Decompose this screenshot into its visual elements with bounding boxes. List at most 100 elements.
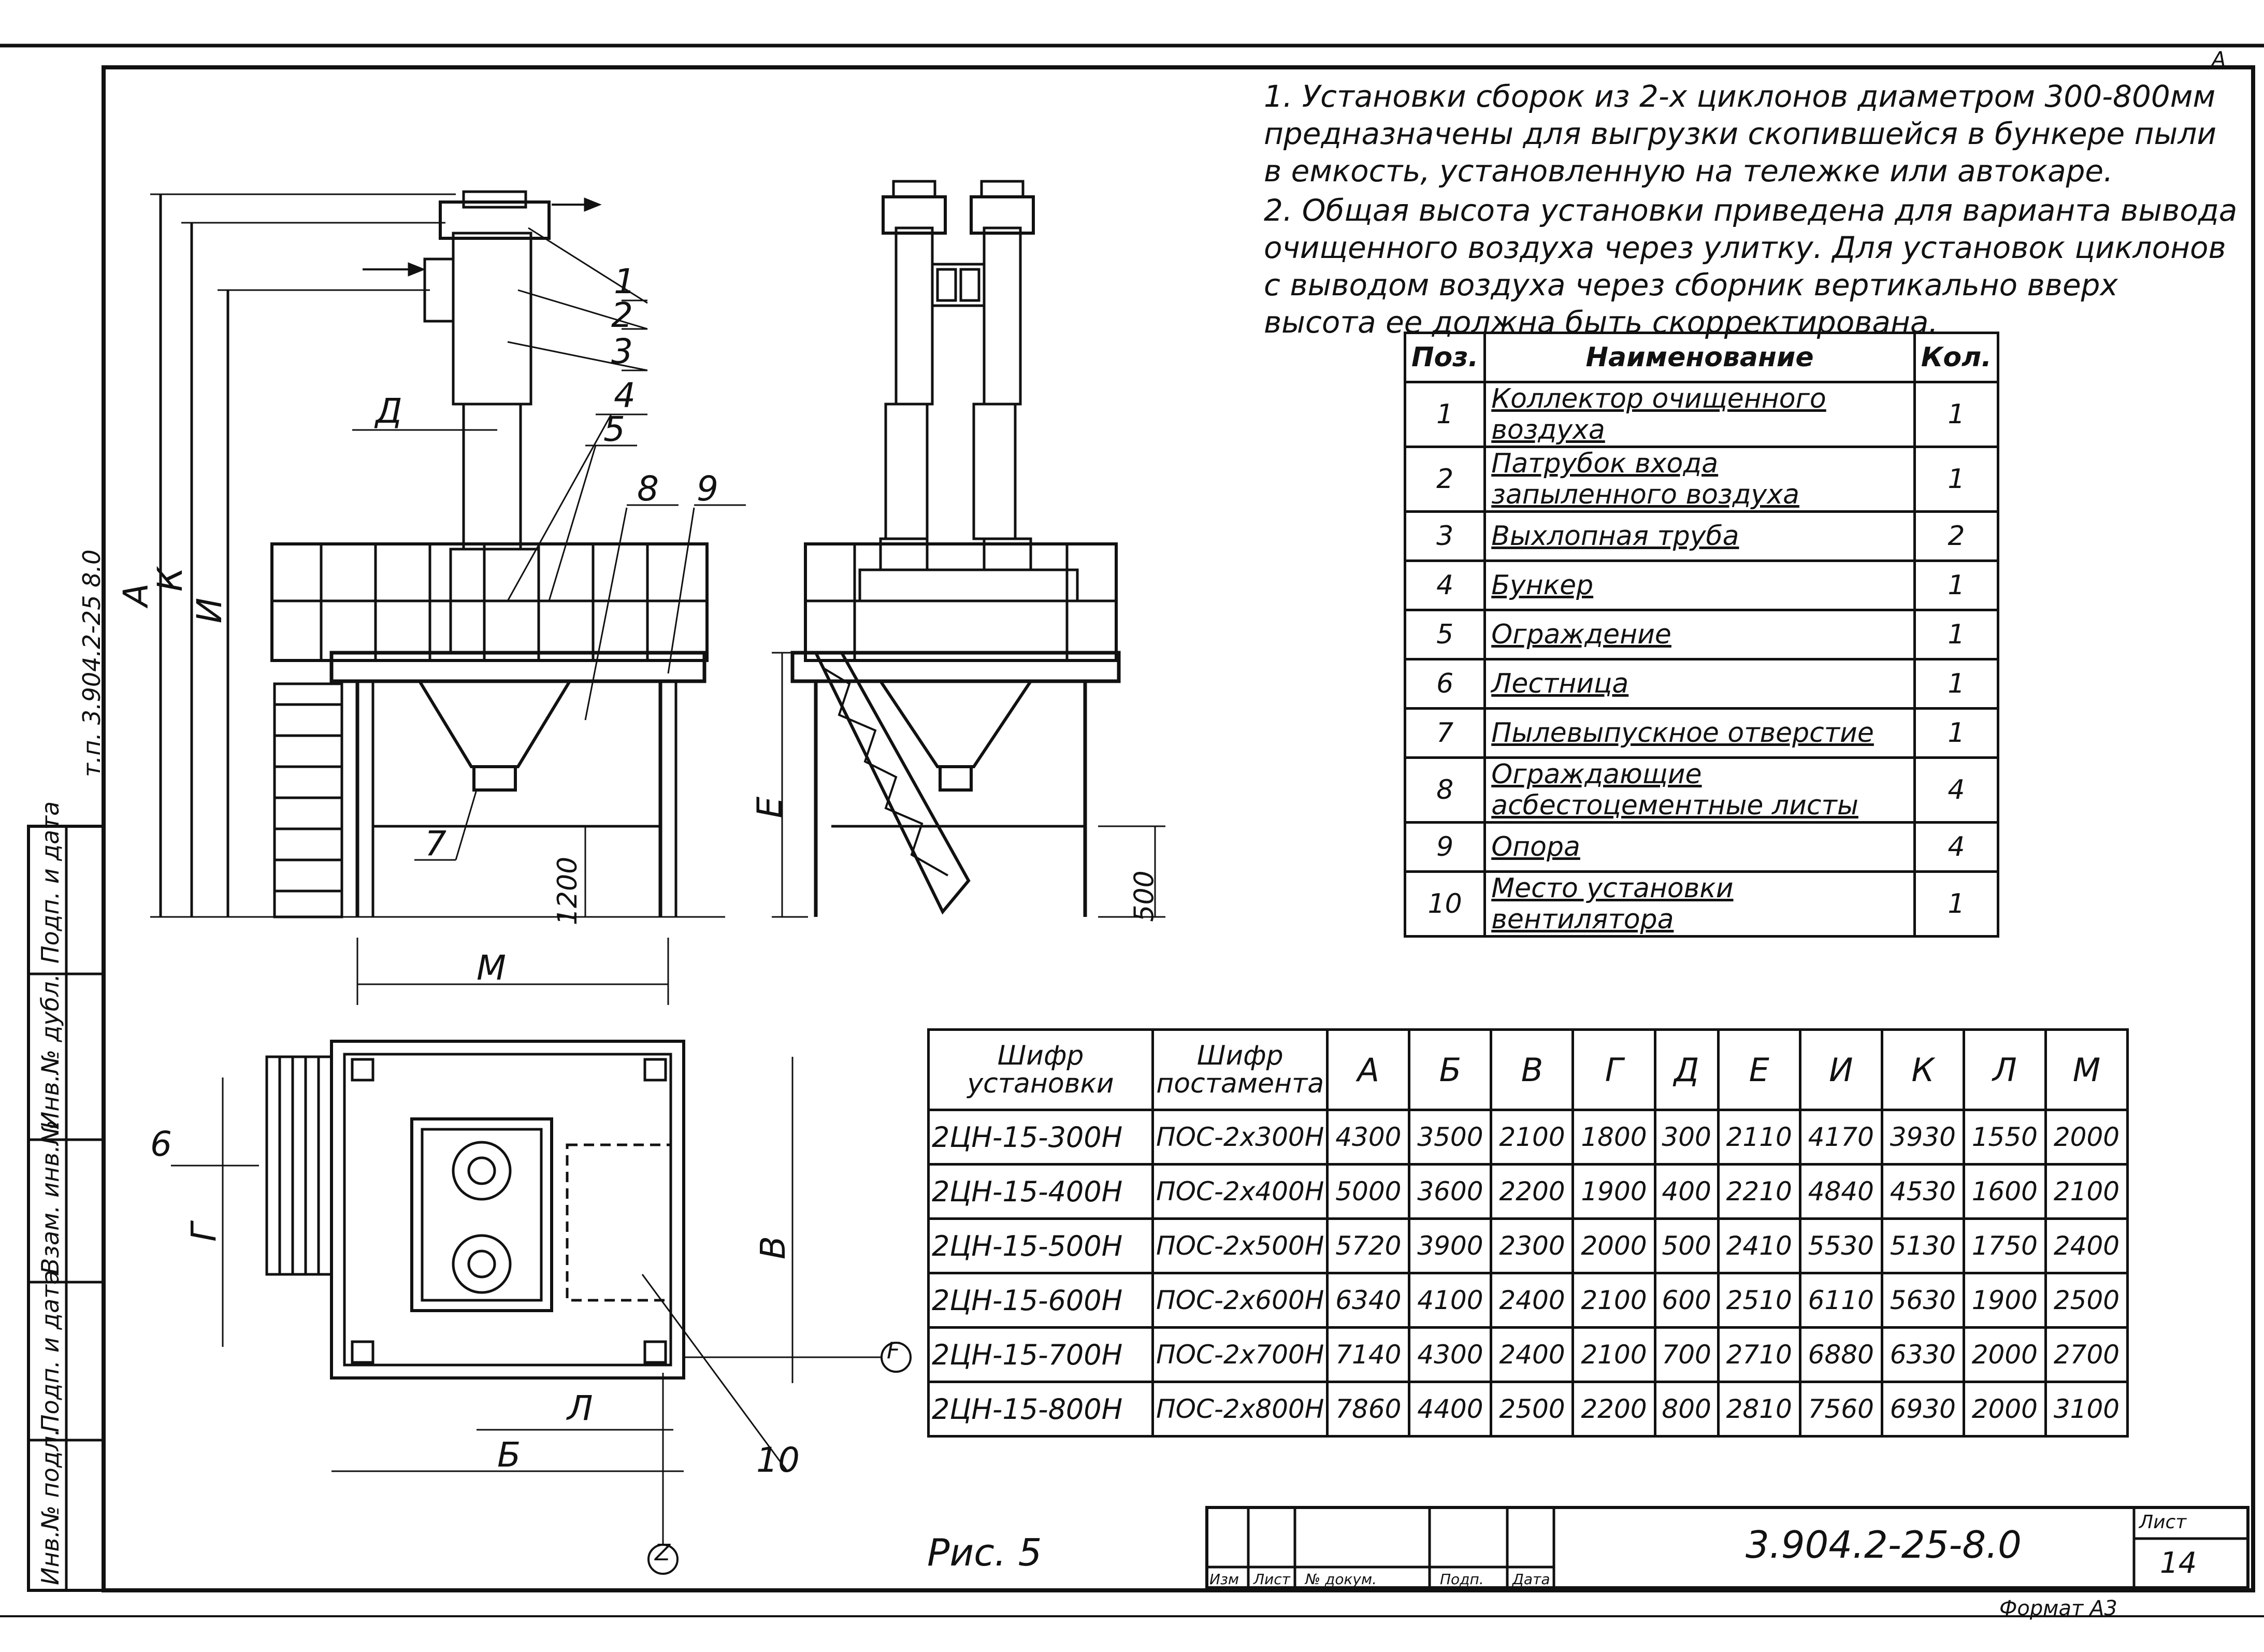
pos-label-7: 7 <box>425 824 446 864</box>
stamp-field-1: Подп. и дата <box>36 801 64 964</box>
dim-value: 6880 <box>1798 1326 1883 1383</box>
dim-value: 7860 <box>1326 1381 1411 1438</box>
dim-value: 600 <box>1653 1272 1720 1329</box>
dim-value: 3600 <box>1408 1163 1493 1220</box>
dim-value: 500 <box>1653 1217 1720 1274</box>
side-doc-ref: т.п. 3.904.2-25 8.0 <box>78 549 106 777</box>
dim-value: 1800 <box>1571 1109 1656 1166</box>
dim-label-m: М <box>477 948 506 988</box>
base-code: ПОС-2х400Н <box>1151 1163 1329 1220</box>
dim-label-v: В <box>753 1236 794 1260</box>
dim-value: 2410 <box>1717 1217 1801 1274</box>
dim-label-i: И <box>190 597 230 624</box>
dim-value: 6340 <box>1326 1272 1411 1329</box>
format-label: Формат А3 <box>1999 1597 2117 1620</box>
title-col-sign: Подп. <box>1440 1571 1484 1588</box>
dim-value: 4400 <box>1408 1381 1493 1438</box>
spec-pos: 9 <box>1403 821 1487 873</box>
dim-value: 6110 <box>1798 1272 1883 1329</box>
dim-value: 3500 <box>1408 1109 1493 1166</box>
doc-code: 3.904.2-25-8.0 <box>1746 1523 2022 1567</box>
spec-name: Патрубок входа запыленного воздуха <box>1483 446 1916 513</box>
dim-value: 2810 <box>1717 1381 1801 1438</box>
pos-label-10: 10 <box>756 1440 800 1480</box>
stamp-field-2: Инв.№ дубл. <box>36 973 64 1129</box>
dim-value: 3100 <box>2044 1381 2129 1438</box>
spec-qty: 4 <box>1913 756 2000 824</box>
spec-qty: 4 <box>1913 821 2000 873</box>
spec-name: Ограждение <box>1483 609 1916 660</box>
title-col-change: Изм <box>1209 1571 1239 1588</box>
dim-value: 2200 <box>1490 1163 1575 1220</box>
dim-value: 1900 <box>1571 1163 1656 1220</box>
dim-value: 700 <box>1653 1326 1720 1383</box>
spec-pos: 8 <box>1403 756 1487 824</box>
dim-value: 7140 <box>1326 1326 1411 1383</box>
base-code: ПОС-2х700Н <box>1151 1326 1329 1383</box>
dim-value: 3930 <box>1880 1109 1965 1166</box>
dim-value: 5720 <box>1326 1217 1411 1274</box>
dims-header: Д <box>1653 1028 1720 1111</box>
dim-value: 2100 <box>1571 1326 1656 1383</box>
sheet-number: 14 <box>2160 1546 2197 1580</box>
spec-qty: 1 <box>1913 446 2000 513</box>
dim-value: 2710 <box>1717 1326 1801 1383</box>
figure-caption: Рис. 5 <box>927 1531 1042 1574</box>
spec-pos: 2 <box>1403 446 1487 513</box>
spec-name: Пылевыпускное отверстие <box>1483 707 1916 759</box>
dim-value: 2400 <box>2044 1217 2129 1274</box>
spec-name: Опора <box>1483 821 1916 873</box>
spec-pos: 6 <box>1403 658 1487 710</box>
dim-label-b: Б <box>497 1435 521 1475</box>
spec-pos: 10 <box>1403 870 1487 938</box>
dim-value: 4170 <box>1798 1109 1883 1166</box>
spec-name: Коллектор очищенного воздуха <box>1483 381 1916 448</box>
dim-value: 5000 <box>1326 1163 1411 1220</box>
spec-name: Выхлопная труба <box>1483 510 1916 562</box>
title-col-date: Дата <box>1512 1571 1550 1588</box>
dims-header: М <box>2044 1028 2129 1111</box>
dim-label-500: 500 <box>1129 870 1160 922</box>
unit-code: 2ЦН-15-800Н <box>927 1381 1154 1438</box>
dim-value: 2100 <box>1571 1272 1656 1329</box>
spec-qty: 1 <box>1913 707 2000 759</box>
dim-value: 5630 <box>1880 1272 1965 1329</box>
dim-value: 4840 <box>1798 1163 1883 1220</box>
dims-header: И <box>1798 1028 1883 1111</box>
dim-value: 2500 <box>2044 1272 2129 1329</box>
dim-label-k: К <box>150 567 190 592</box>
dim-value: 4300 <box>1408 1326 1493 1383</box>
dim-value: 7560 <box>1798 1381 1883 1438</box>
dim-value: 1750 <box>1962 1217 2047 1274</box>
base-code: ПОС-2х500Н <box>1151 1217 1329 1274</box>
axis-label-z: Z <box>655 1540 671 1566</box>
dimensions-table: Шифр установки Шифр постамента А Б В Г Д… <box>927 1028 2129 1438</box>
dim-value: 800 <box>1653 1381 1720 1438</box>
corner-mark: А <box>2212 48 2226 71</box>
dim-value: 3900 <box>1408 1217 1493 1274</box>
dim-value: 2700 <box>2044 1326 2129 1383</box>
stamp-field-4: Подп. и дата <box>36 1270 64 1432</box>
spec-name: Бункер <box>1483 559 1916 611</box>
dim-value: 300 <box>1653 1109 1720 1166</box>
dim-value: 2000 <box>1962 1381 2047 1438</box>
dim-value: 2200 <box>1571 1381 1656 1438</box>
dims-header: А <box>1326 1028 1411 1111</box>
spec-name: Лестница <box>1483 658 1916 710</box>
dim-value: 2500 <box>1490 1381 1575 1438</box>
dim-label-1200: 1200 <box>552 856 584 926</box>
dim-label-e: Е <box>749 796 790 818</box>
dim-label-g: Г <box>183 1223 224 1242</box>
dim-label-d: Д <box>376 391 402 431</box>
dims-header: Г <box>1571 1028 1656 1111</box>
base-code: ПОС-2х800Н <box>1151 1381 1329 1438</box>
